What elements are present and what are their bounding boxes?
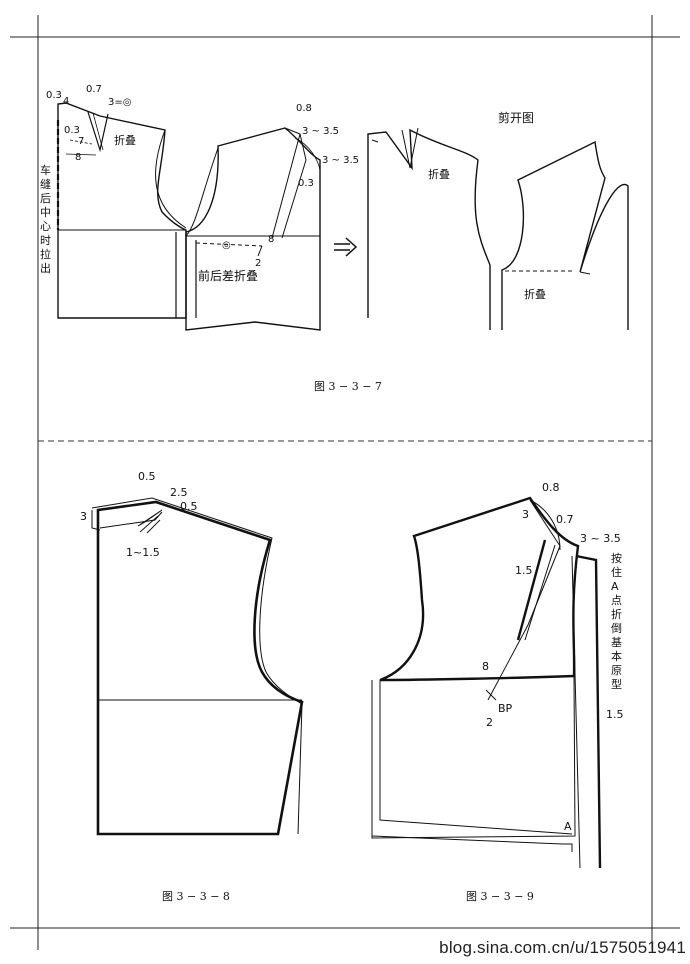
figure-3-3-8 bbox=[91, 497, 304, 836]
svg-text:点: 点 bbox=[611, 594, 622, 607]
svg-text:住: 住 bbox=[611, 565, 622, 579]
svg-text:折: 折 bbox=[611, 607, 622, 621]
svg-text:倒: 倒 bbox=[611, 622, 622, 635]
figure-3-3-9-labels: 0.8 3 0.7 3 ~ 3.5 1.5 8 BP 2 A 1.5 图 3 −… bbox=[466, 481, 624, 903]
front-bodice bbox=[175, 127, 321, 331]
label-8-front: 8 bbox=[268, 234, 274, 245]
label-0.8: 0.8 bbox=[542, 481, 560, 494]
label-A: A bbox=[564, 820, 572, 833]
svg-text:时: 时 bbox=[40, 234, 51, 247]
svg-text:按: 按 bbox=[611, 551, 622, 565]
svg-text:缝: 缝 bbox=[40, 177, 51, 191]
svg-text:型: 型 bbox=[611, 677, 622, 691]
label-cut-open: 剪开图 bbox=[498, 110, 534, 125]
figure-3-3-9 bbox=[371, 496, 602, 869]
label-3-fig9: 3 bbox=[522, 508, 529, 521]
label-1.5-right: 1.5 bbox=[606, 708, 624, 721]
transform-arrow bbox=[334, 237, 358, 257]
svg-text:出: 出 bbox=[40, 261, 51, 275]
label-7: 7 bbox=[78, 136, 84, 147]
label-0.7-fig9: 0.7 bbox=[556, 513, 574, 526]
back-bodice bbox=[56, 102, 187, 319]
label-0.7: 0.7 bbox=[86, 84, 102, 95]
label-3-3.5-a: 3 ~ 3.5 bbox=[302, 126, 339, 137]
label-3-eq: 3=◎ bbox=[108, 97, 131, 108]
press-point-note: 按 住 A 点 折 倒 基 本 原 型 bbox=[611, 551, 622, 691]
label-1-1.5: 1~1.5 bbox=[126, 546, 160, 559]
svg-text:中: 中 bbox=[40, 206, 51, 219]
figure-3-3-7 bbox=[56, 102, 629, 331]
label-0.5-a: 0.5 bbox=[138, 470, 156, 483]
label-8: 8 bbox=[75, 152, 81, 163]
label-3-3.5-b: 3 ~ 3.5 bbox=[322, 155, 359, 166]
figure-3-3-7-labels: 0.3 4 0.7 3=◎ 0.3 7 8 折叠 0.8 3 ~ 3.5 3 ~… bbox=[46, 84, 546, 393]
svg-text:本: 本 bbox=[611, 649, 622, 663]
back-center-note: 车 缝 后 中 心 时 拉 出 bbox=[40, 163, 51, 275]
figure-3-3-8-labels: 0.5 2.5 0.5 3 1~1.5 图 3 − 3 − 8 bbox=[80, 470, 230, 903]
label-0.3-front: 0.3 bbox=[298, 178, 314, 189]
svg-text:车: 车 bbox=[40, 163, 51, 177]
svg-text:基: 基 bbox=[611, 636, 622, 649]
label-fold-result-front: 折叠 bbox=[524, 287, 546, 301]
label-1.5: 1.5 bbox=[515, 564, 533, 577]
label-0.5-b: 0.5 bbox=[180, 500, 198, 513]
label-circle: ◎ bbox=[222, 240, 231, 251]
svg-text:原: 原 bbox=[611, 664, 622, 677]
label-0.8-front: 0.8 bbox=[296, 103, 312, 114]
svg-text:心: 心 bbox=[40, 220, 51, 233]
label-0.3-top: 0.3 bbox=[46, 90, 62, 101]
label-fold-result-back: 折叠 bbox=[428, 167, 450, 181]
caption-3-3-9: 图 3 − 3 − 9 bbox=[466, 890, 534, 903]
label-front-back-fold: 前后差折叠 bbox=[198, 268, 258, 283]
label-2-fig9: 2 bbox=[486, 716, 493, 729]
cut-open-back bbox=[367, 127, 491, 330]
caption-3-3-8: 图 3 − 3 − 8 bbox=[162, 890, 230, 903]
label-bp: BP bbox=[498, 702, 513, 715]
caption-3-3-7: 图 3 − 3 − 7 bbox=[314, 380, 382, 393]
page-frame bbox=[10, 15, 680, 950]
label-8-fig9: 8 bbox=[482, 660, 489, 673]
svg-text:后: 后 bbox=[40, 192, 51, 205]
cut-open-front bbox=[501, 140, 629, 330]
watermark: blog.sina.com.cn/u/1575051941 bbox=[439, 938, 686, 957]
label-3-3.5-fig9: 3 ~ 3.5 bbox=[580, 532, 621, 545]
label-4: 4 bbox=[63, 96, 69, 107]
label-2.5: 2.5 bbox=[170, 486, 188, 499]
svg-text:拉: 拉 bbox=[40, 247, 51, 261]
label-2-front: 2 bbox=[255, 258, 261, 269]
label-0.3-mid: 0.3 bbox=[64, 125, 80, 136]
svg-text:A: A bbox=[611, 580, 619, 593]
label-3: 3 bbox=[80, 510, 87, 523]
label-fold-back: 折叠 bbox=[114, 133, 136, 147]
